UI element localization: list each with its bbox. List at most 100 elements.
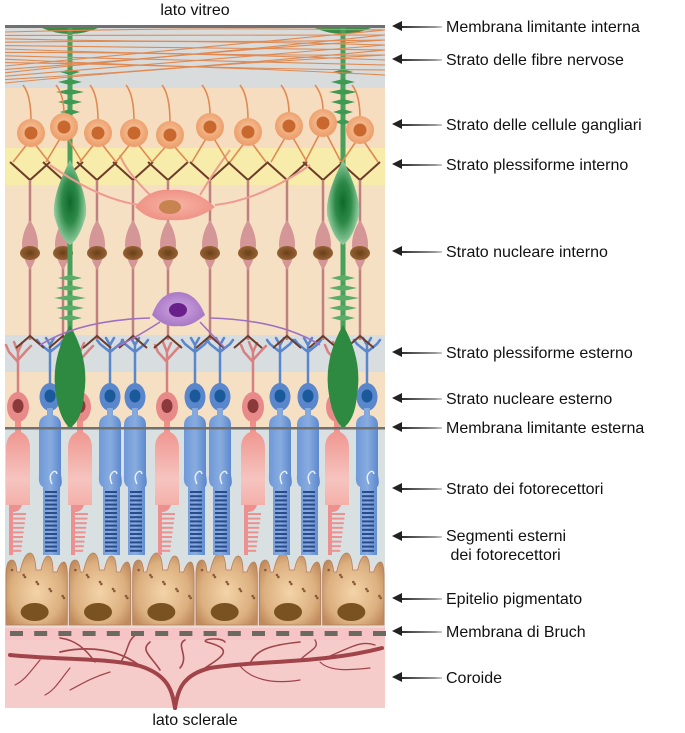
bipolar-nucleus <box>238 246 258 260</box>
rod-disc <box>130 537 142 540</box>
pigment-granule <box>200 568 204 572</box>
rod-disc <box>105 495 117 498</box>
pigment-granule <box>290 582 293 586</box>
rod-cilium <box>49 470 58 485</box>
rod-disc <box>275 537 287 540</box>
rpe-cell-body <box>132 552 195 626</box>
rod-disc <box>105 499 117 502</box>
cone-disc <box>13 549 22 552</box>
rod-disc <box>215 541 227 544</box>
bruch-membrane-dash <box>179 631 193 636</box>
ganglion-axon <box>239 84 249 121</box>
cone-disc <box>13 526 25 529</box>
nerve-fiber <box>4 28 386 33</box>
bruch-membrane-dash <box>155 631 169 636</box>
rod-disc <box>45 545 57 548</box>
ganglion-dendrite <box>341 139 379 163</box>
rod-disc <box>45 537 57 540</box>
rpe-cell <box>5 552 68 626</box>
rod-disc <box>275 541 287 544</box>
layer-label: Coroide <box>392 668 502 688</box>
cone-disc <box>162 536 172 538</box>
rod-disc <box>275 524 287 527</box>
rod-disc <box>303 545 315 548</box>
pigment-granule <box>188 594 191 598</box>
rod-disc <box>105 524 117 527</box>
bipolar-nucleus <box>20 246 40 260</box>
muller-spine <box>335 119 351 125</box>
rod-disc <box>130 503 142 506</box>
rod-disc <box>215 545 227 548</box>
rpe-cell-body <box>195 552 258 626</box>
rod-disc <box>130 499 142 502</box>
rod-disc <box>303 528 315 531</box>
bruch-membrane-dash <box>82 631 96 636</box>
bruch-band <box>5 628 385 640</box>
bruch-membrane-dash <box>203 631 217 636</box>
rod-nucleus <box>104 389 116 403</box>
bruch-membrane-dash <box>106 631 120 636</box>
cone-inner-segment <box>241 420 265 505</box>
rod-nucleus <box>129 389 141 403</box>
pigment-granule <box>137 568 140 572</box>
bipolar-nucleus <box>277 246 297 260</box>
cone-pedicle <box>153 340 182 397</box>
bipolar-cell <box>302 161 344 349</box>
muller-spine <box>56 305 84 311</box>
cone-outer-segment <box>9 505 22 555</box>
muller-outer-process <box>54 325 86 428</box>
rod-disc <box>275 549 287 552</box>
pigment-granule <box>175 587 178 591</box>
muller-cell <box>42 28 98 428</box>
rod-disc <box>275 520 287 523</box>
pigment-granule <box>111 587 115 591</box>
arrow-head <box>392 672 402 682</box>
bruch-membrane-dash <box>373 631 386 636</box>
rpe-band <box>5 565 385 628</box>
rod-disc <box>105 537 117 540</box>
rod-disc <box>105 545 117 548</box>
cone-cell <box>239 340 268 555</box>
bipolar-nucleus <box>158 246 178 260</box>
cone-disc <box>332 517 345 520</box>
ganglion-nucleus <box>203 120 217 134</box>
rod-spherule <box>180 336 210 397</box>
bipolar-cell <box>266 161 308 349</box>
bipolar-nucleus <box>313 246 333 260</box>
rod-disc <box>190 549 202 552</box>
pigment-granule <box>85 573 89 577</box>
bruch-membrane-dash <box>131 631 144 636</box>
bipolar-cell <box>76 161 118 349</box>
rod-disc <box>275 545 287 548</box>
bruch-membrane-dash <box>276 631 290 636</box>
rod-disc <box>190 495 202 498</box>
ganglion-nucleus <box>353 123 367 137</box>
ganglion-axon <box>89 84 99 122</box>
rod-disc <box>303 512 315 514</box>
ganglion-cell <box>191 84 229 163</box>
cone-cell <box>153 340 182 555</box>
rod-disc <box>362 499 374 502</box>
bruch-membrane-dash <box>227 631 241 636</box>
arrow-left-icon <box>392 589 442 609</box>
blood-vessel <box>59 648 141 667</box>
layer-label-text: Coroide <box>446 669 503 687</box>
rod-disc <box>275 516 287 519</box>
rod-disc <box>190 537 202 540</box>
rod-disc <box>362 545 374 548</box>
rod-disc <box>190 516 202 519</box>
pigment-granule <box>62 596 66 600</box>
pigment-granule <box>149 573 152 577</box>
arrow-shaft <box>398 124 442 126</box>
arrow-shaft <box>398 631 442 633</box>
rod-disc <box>275 528 287 531</box>
layer-label-text: Strato plessiforme esterno <box>446 344 633 362</box>
rod-cilium <box>279 470 288 485</box>
rod-disc <box>362 537 374 540</box>
rod-disc <box>130 541 142 544</box>
rod-disc <box>303 503 315 506</box>
rod-disc <box>362 503 374 506</box>
bipolar-dendrite <box>233 334 263 349</box>
cone-inner-segment <box>325 420 349 505</box>
ganglion-axon <box>161 84 171 124</box>
